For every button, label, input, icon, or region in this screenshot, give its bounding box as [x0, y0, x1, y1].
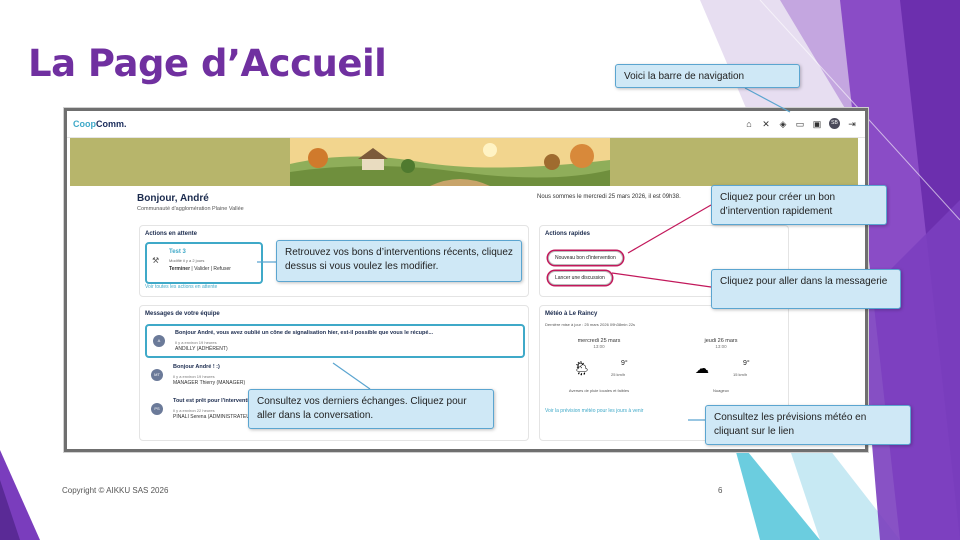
weather-wind: 15 km/h [733, 372, 748, 377]
callout-meteo: Consultez les prévisions météo en cliqua… [705, 405, 911, 445]
team-messages-title: Messages de votre équipe [145, 311, 220, 317]
message-text: Bonjour André, vous avez oublié un cône … [175, 330, 434, 336]
weather-updated: Dernière mise à jour : 25 mars 2026 09h3… [545, 322, 636, 327]
weather-forecast-link[interactable]: Voir la prévision météo pour les jours à… [545, 408, 644, 414]
task-meta: Modifié il y a 2 jours [169, 258, 205, 263]
tools-icon: ⚒ [152, 256, 160, 265]
weather-temp: 9° [621, 360, 628, 367]
chat-icon[interactable]: ▭ [795, 118, 805, 129]
footer-copyright: Copyright © AIKKU SAS 2026 [62, 486, 169, 495]
organization-name: Communauté d'agglomération Plaine Vallée [137, 206, 244, 212]
avatar: A [153, 335, 165, 347]
see-all-pending-link[interactable]: Voir toutes les actions en attente [145, 284, 218, 290]
message-time: Il y a environ 22 heures [173, 408, 215, 413]
weather-day-time: 13:00 [715, 344, 727, 349]
validate-refuse-links[interactable]: | Valider | Refuser [191, 266, 231, 272]
greeting: Bonjour, André [137, 193, 209, 204]
callout-new-bon: Cliquez pour créer un bon d’intervention… [711, 185, 887, 225]
megaphone-icon[interactable]: ◈ [779, 118, 787, 129]
app-logo[interactable]: CoopComm. [73, 119, 127, 129]
logo-part1: Coop [73, 119, 96, 129]
callout-navbar: Voici la barre de navigation [615, 64, 800, 88]
weather-day: jeudi 26 mars 13:00 ☁ 9° 15 km/h Nuageux [667, 338, 775, 398]
message-item[interactable]: MT Bonjour André ! :) Il y a environ 19 … [145, 360, 521, 390]
avatar: PS [151, 403, 163, 415]
id-card-icon[interactable]: ▣ [812, 118, 822, 129]
message-time: Il y a environ 19 heures [175, 340, 217, 345]
app-navbar: CoopComm. ⌂ ✕ ◈ ▭ ▣ SB ⇥ [67, 111, 865, 138]
pending-actions-title: Actions en attente [145, 231, 198, 237]
weather-day-time: 13:00 [593, 344, 605, 349]
landscape-illustration [290, 138, 610, 186]
logout-icon[interactable]: ⇥ [848, 118, 856, 129]
page-number: 6 [718, 486, 723, 495]
message-text: Bonjour André ! :) [173, 364, 220, 370]
weather-day-name: mercredi 25 mars [577, 338, 621, 344]
tools-icon[interactable]: ✕ [762, 118, 770, 129]
message-time: Il y a environ 19 heures [173, 374, 215, 379]
sun-cloud-rain-icon: 🌦 [573, 360, 591, 376]
weather-day: mercredi 25 mars 13:00 🌦 9° 25 km/h Aver… [545, 338, 653, 398]
start-discussion-button[interactable]: Lancer une discussion [548, 271, 612, 285]
message-item[interactable]: PS Tout est prêt pour l'interventi Il y … [145, 394, 521, 424]
weather-day-name: jeudi 26 mars [704, 338, 738, 344]
task-actions: Terminer | Valider | Refuser [169, 266, 231, 272]
callout-recent-bons: Retrouvez vos bons d’interventions récen… [276, 240, 522, 282]
message-author: ANDILLY (ADHÉRENT) [175, 346, 228, 352]
logo-part2: Comm. [96, 119, 127, 129]
cloud-icon: ☁ [695, 360, 709, 376]
weather-wind: 25 km/h [611, 372, 626, 377]
message-author: MANAGER Thierry (MANAGER) [173, 380, 246, 386]
callout-messages: Consultez vos derniers échanges. Cliquez… [248, 389, 494, 429]
finish-link[interactable]: Terminer [169, 266, 191, 272]
task-name[interactable]: Test 3 [169, 249, 186, 255]
avatar[interactable]: SB [829, 118, 840, 129]
message-text: Tout est prêt pour l'interventi [173, 398, 249, 404]
hero-banner [70, 138, 858, 186]
nav-icons: ⌂ ✕ ◈ ▭ ▣ SB ⇥ [744, 118, 857, 129]
callout-messagerie: Cliquez pour aller dans la messagerie [711, 269, 901, 309]
date-line: Nous sommes le mercredi 25 mars 2026, il… [537, 194, 681, 200]
new-bon-button[interactable]: Nouveau bon d'intervention [548, 251, 623, 265]
weather-desc: Nuageux [712, 388, 729, 393]
weather-title: Météo à Le Raincy [545, 311, 598, 317]
weather-desc: Averses de pluie locales et faibles [568, 388, 630, 393]
message-author: PINALI Serena (ADMINISTRATEUR) [173, 414, 256, 420]
avatar: MT [151, 369, 163, 381]
pending-task-item[interactable]: ⚒ Test 3 Modifié il y a 2 jours Terminer… [145, 242, 263, 284]
home-icon[interactable]: ⌂ [746, 118, 752, 129]
message-item[interactable]: A Bonjour André, vous avez oublié un côn… [145, 324, 525, 358]
slide-title: La Page d’Accueil [28, 42, 387, 85]
weather-temp: 9° [743, 360, 750, 367]
quick-actions-title: Actions rapides [545, 231, 591, 237]
